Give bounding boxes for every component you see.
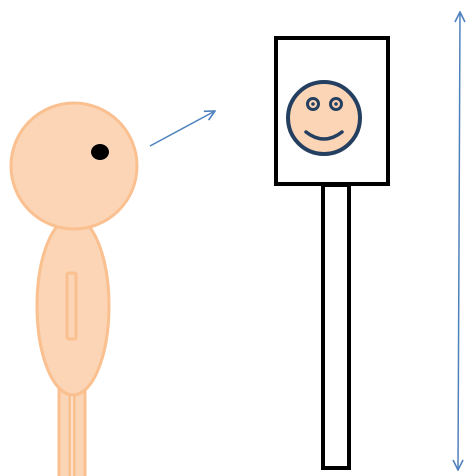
smiley-face-outline <box>288 82 360 154</box>
head <box>11 103 137 229</box>
left-leg <box>59 388 70 476</box>
legs <box>59 388 85 476</box>
sign <box>276 38 388 468</box>
arm <box>67 273 76 339</box>
sign-post <box>323 185 349 468</box>
eye <box>91 144 109 160</box>
right-leg <box>74 388 85 476</box>
height-double-arrow <box>458 12 460 470</box>
person-figure <box>11 103 137 476</box>
gaze-arrow <box>150 111 215 146</box>
smiley-left-pupil <box>311 102 315 106</box>
smiley-right-pupil <box>334 102 338 106</box>
smiley-face-icon <box>288 82 360 154</box>
